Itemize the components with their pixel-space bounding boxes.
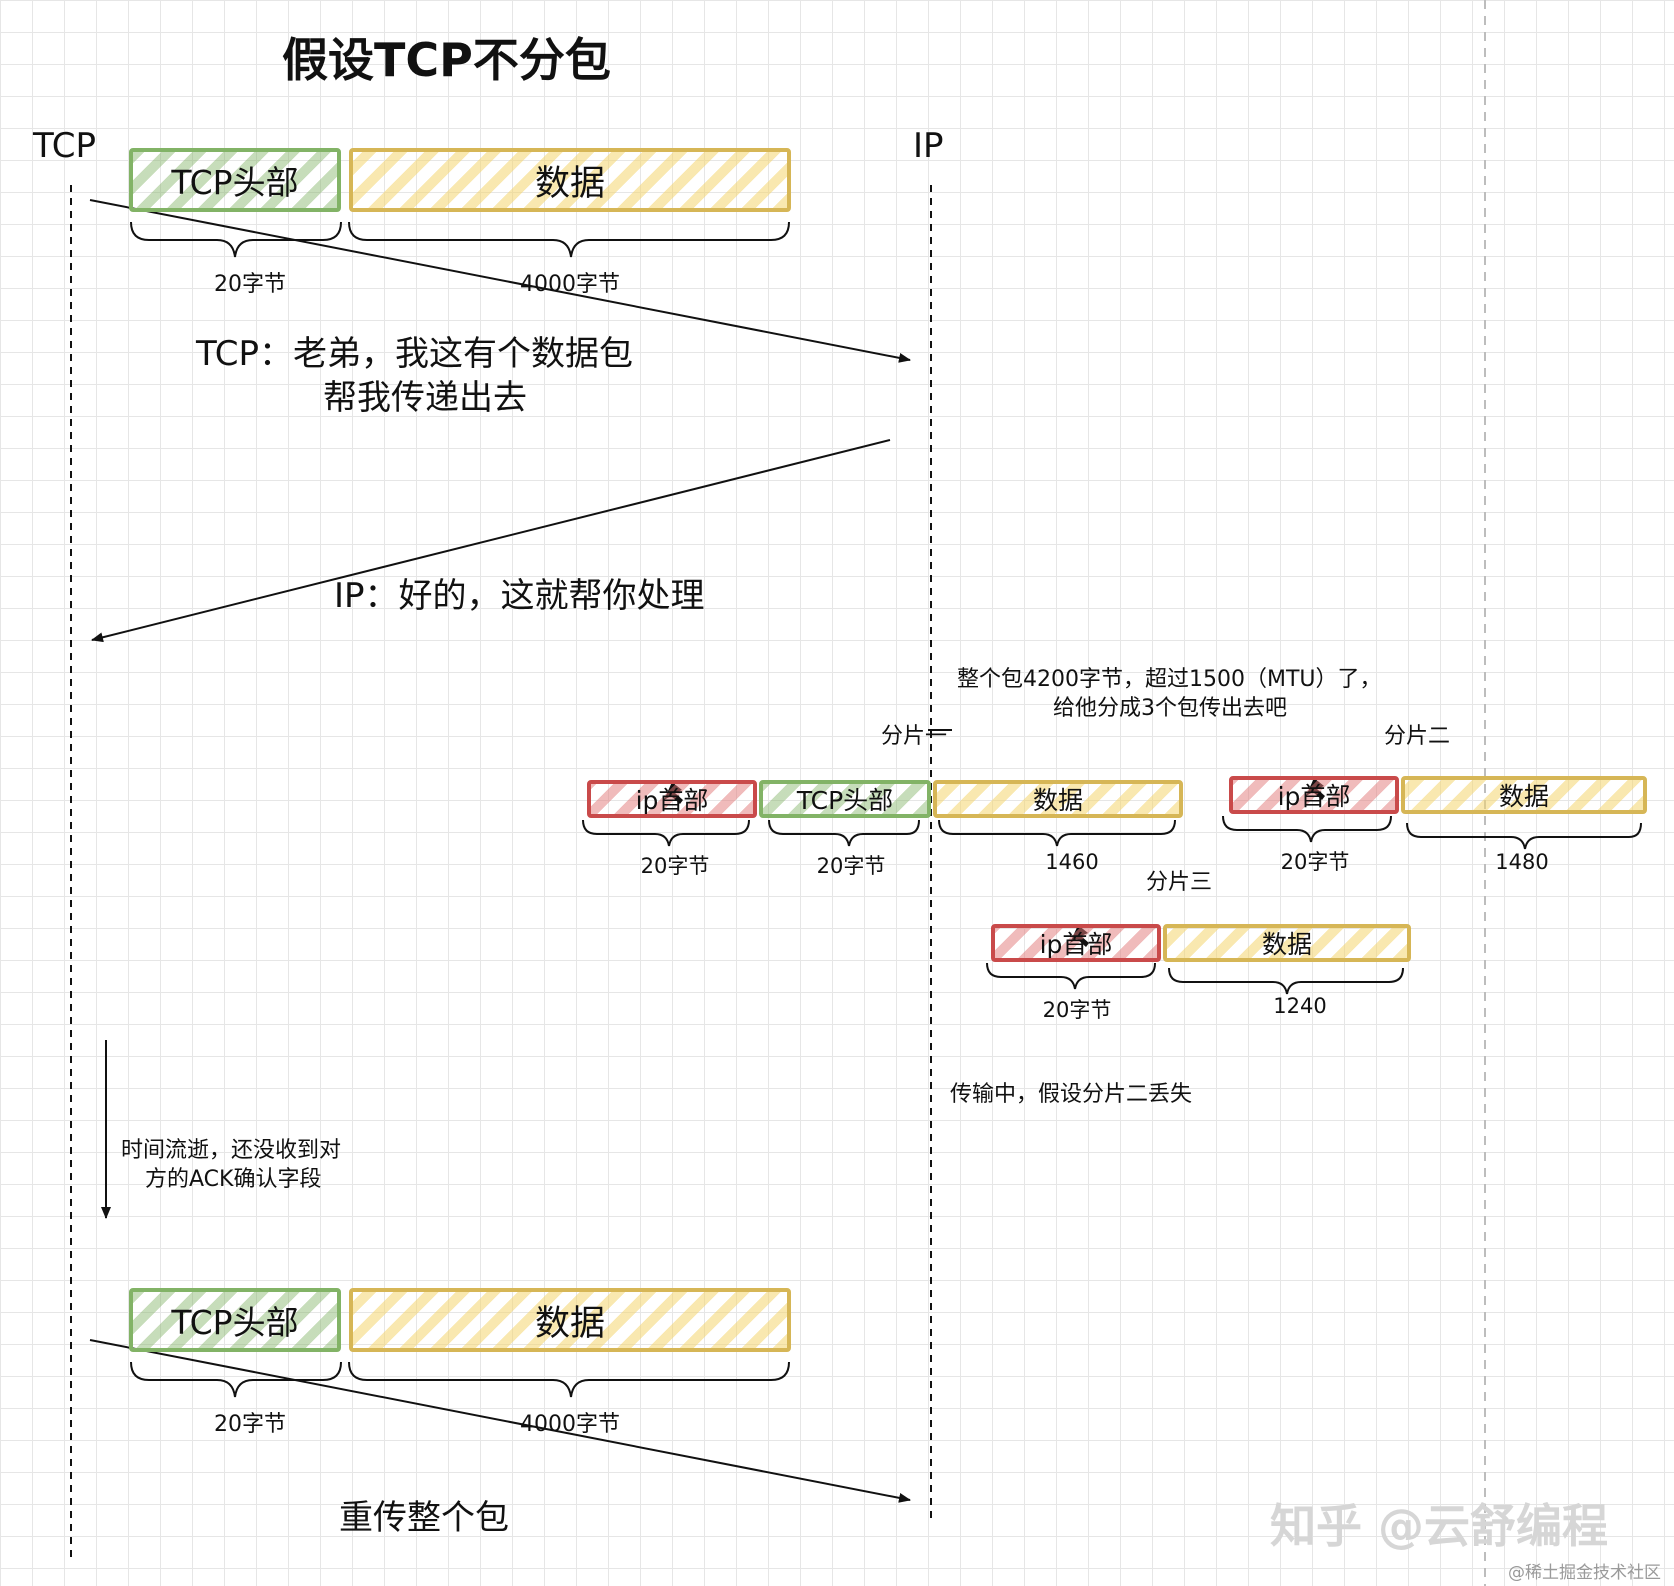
fragment-three-ip-header: ip首部 [991,924,1161,962]
fragment-one-ip-size: 20字节 [640,854,710,878]
brace [348,221,790,258]
watermark: 知乎 @云舒编程 [1270,1499,1609,1553]
tcp-to-ip-arrow [89,199,911,363]
brace [348,1361,790,1398]
fragment-two-data: 数据 [1401,776,1647,814]
tcp-message-line2: 帮我传递出去 [323,378,527,418]
fragment-one-tcp-size: 20字节 [816,854,886,878]
data-size: 4000字节 [520,272,620,297]
resend-data-size: 4000字节 [520,1412,620,1437]
ip-header-label: ip首部 [1039,930,1113,959]
fragment-one-data: 数据 [933,780,1183,818]
brace [938,819,1176,847]
data-label: 数据 [534,163,605,204]
brace [1168,967,1404,995]
diagram-title: 假设TCP不分包 [282,33,611,87]
fragment-one-data-size: 1460 [1045,850,1099,874]
tcp-header-label: TCP头部 [171,1303,299,1342]
ip-reply-message: IP：好的，这就帮你处理 [334,576,705,616]
tcp-header-size: 20字节 [214,272,286,297]
mtu-note-line1: 整个包4200字节，超过1500（MTU）了， [957,667,1382,692]
lost-fragment-note: 传输中，假设分片二丢失 [950,1082,1193,1107]
brace [1406,822,1642,850]
fragment-three-data-size: 1240 [1273,994,1327,1018]
fragment-one-tcp-header: TCP头部 [759,780,931,818]
brace [768,819,920,847]
data-label: 数据 [1032,786,1083,815]
resend-tcp-header-block: TCP头部 [129,1288,341,1352]
data-label: 数据 [534,1303,605,1344]
ip-header-label: ip首部 [635,786,709,815]
resend-data-block: 数据 [349,1288,791,1352]
fragment-two-ip-size: 20字节 [1280,850,1350,874]
data-label: 数据 [1261,930,1312,959]
data-label: 数据 [1498,782,1549,811]
tcp-lifeline-label: TCP [33,126,97,166]
brace [582,819,750,847]
tcp-header-block: TCP头部 [129,148,341,212]
tcp-header-label: TCP头部 [171,163,299,202]
fragment-three-data: 数据 [1163,924,1411,962]
resend-label: 重传整个包 [339,1498,509,1538]
brace [130,1361,342,1398]
ip-header-label: ip首部 [1277,782,1351,811]
tcp-header-label: TCP头部 [796,786,894,815]
resend-arrow [89,1339,911,1503]
tcp-message-line1: TCP：老弟，我这有个数据包 [196,334,634,374]
fragment-three-label: 分片三 [1146,870,1213,895]
fragment-two-label: 分片二 [1384,724,1451,749]
timeout-note-line1: 时间流逝，还没收到对 [121,1138,342,1163]
timeout-note-line2: 方的ACK确认字段 [145,1167,322,1192]
fragment-two-data-size: 1480 [1495,850,1549,874]
mtu-note-line2: 给他分成3个包传出去吧 [1053,696,1287,721]
brace [130,221,342,258]
ip-to-tcp-arrow [91,439,891,643]
resend-tcp-header-size: 20字节 [214,1412,286,1437]
brace [986,962,1156,990]
brace [1222,815,1392,843]
ip-lifeline-label: IP [913,126,944,166]
fragment-one-ip-header: ip首部 [587,780,757,818]
fragment-two-ip-header: ip首部 [1229,776,1399,814]
fragment-one-label: 分片一 [881,724,948,749]
credit-text: @稀土掘金技术社区 [1508,1563,1661,1583]
data-block: 数据 [349,148,791,212]
fragment-three-ip-size: 20字节 [1042,998,1112,1022]
